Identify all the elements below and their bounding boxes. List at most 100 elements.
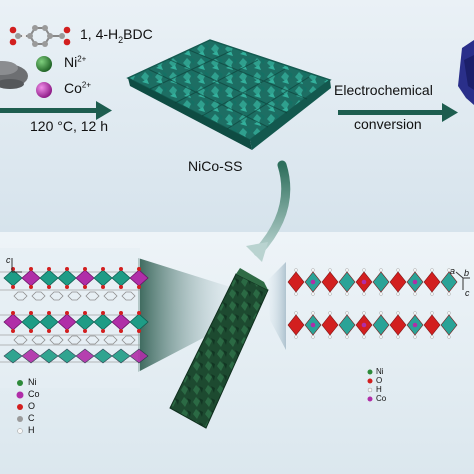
hydrogen-atom [396, 268, 400, 272]
zoom-curved-arrow [246, 160, 291, 262]
nio-ooh-crystal-structure [287, 268, 458, 339]
nico-ss-sheet [126, 39, 332, 150]
reaction-conditions: 120 °C, 12 h [30, 118, 108, 134]
right-legend-ni: Ni [376, 367, 384, 376]
right-axis-c-label: c [465, 288, 470, 298]
hydrogen-atom [345, 292, 349, 296]
linker-ring [67, 291, 82, 301]
hydrogen-atom [379, 335, 383, 339]
oxygen-atom [101, 329, 105, 333]
co-ion-icon [36, 82, 52, 98]
left-zoom-beam [138, 258, 240, 372]
left-legend-h: H [28, 425, 35, 435]
hydrogen-atom [362, 335, 366, 339]
hydrogen-atom [345, 311, 349, 315]
cobalt-atom [310, 279, 316, 285]
right-zoom-beam [268, 262, 286, 350]
hydrogen-atom [396, 311, 400, 315]
oxygen-atom [47, 267, 51, 271]
oxygen-atom [47, 311, 51, 315]
linker-ring [31, 291, 46, 301]
co-ion-label: Co2+ [64, 80, 92, 96]
right-legend-h: H [376, 385, 382, 394]
hydrogen-atom [311, 268, 315, 272]
hydrogen-atom [311, 292, 315, 296]
oxygen-atom [137, 267, 141, 271]
octahedron-unit [389, 271, 407, 293]
left-legend-co: Co [28, 389, 40, 399]
conversion-label-line1: Electrochemical [334, 82, 433, 98]
octahedron-unit [287, 271, 305, 293]
linker-ring [49, 291, 64, 301]
left-legend-c: C [28, 413, 35, 423]
oxygen-atom [47, 329, 51, 333]
octahedron-unit [338, 271, 356, 293]
hydrogen-atom [413, 292, 417, 296]
linker-ring [121, 291, 136, 301]
octahedron-unit [389, 314, 407, 336]
octahedron-unit [440, 314, 458, 336]
oxygen-atom [137, 311, 141, 315]
left-legend-o: O [28, 401, 36, 411]
conversion-arrow [338, 103, 458, 122]
hydrogen-atom [362, 292, 366, 296]
oxygen-atom [119, 285, 123, 289]
hydrogen-atom [328, 268, 332, 272]
oxygen-atom [65, 311, 69, 315]
oxygen-atom [119, 267, 123, 271]
cobalt-atom [412, 322, 418, 328]
oxygen-atom [119, 311, 123, 315]
hydrogen-atom [311, 335, 315, 339]
linker-label: 1, 4-H2BDC [80, 26, 153, 45]
oxygen-atom [119, 329, 123, 333]
converted-product-material [458, 40, 474, 105]
hydrogen-atom [447, 335, 451, 339]
gray-precursor-material [0, 61, 28, 89]
oxygen-atom [101, 311, 105, 315]
oxygen-atom [101, 285, 105, 289]
hydrogen-atom [413, 335, 417, 339]
linker-ring [103, 335, 118, 345]
hydrogen-atom [328, 292, 332, 296]
synthesis-arrow [0, 101, 112, 120]
hydrogen-atom [294, 335, 298, 339]
hydrogen-atom [430, 335, 434, 339]
right-axis-a-label: a [450, 266, 456, 276]
oxygen-atom [83, 267, 87, 271]
octahedron-unit [287, 314, 305, 336]
nico-mof-crystal-structure [0, 248, 149, 388]
right-legend-o: O [376, 376, 383, 385]
metal-octahedron [129, 313, 149, 331]
hydrogen-atom [379, 292, 383, 296]
hydrogen-atom [447, 292, 451, 296]
linker-ring [85, 335, 100, 345]
oxygen-atom [29, 267, 33, 271]
hydrogen-atom [447, 268, 451, 272]
octahedron-unit [321, 271, 339, 293]
linker-ring [13, 291, 28, 301]
product-label: NiCo-SS [188, 158, 243, 174]
metal-octahedron [129, 348, 149, 364]
right-axis-b-label: b [464, 268, 470, 278]
oxygen-atom [11, 311, 15, 315]
octahedron-unit [338, 314, 356, 336]
bdc-molecule-icon [9, 25, 71, 47]
hydrogen-atom [328, 335, 332, 339]
hydrogen-atom [294, 311, 298, 315]
oxygen-atom [47, 285, 51, 289]
linker-ring [49, 335, 64, 345]
hydrogen-atom [430, 268, 434, 272]
hydrogen-atom [311, 311, 315, 315]
hydrogen-atom [430, 292, 434, 296]
right-axis-indicator [455, 271, 470, 290]
octahedron-unit [440, 271, 458, 293]
linker-ring [103, 291, 118, 301]
ni-ion-label: Ni2+ [64, 54, 87, 70]
left-legend-dots [16, 380, 24, 434]
hydrogen-atom [396, 292, 400, 296]
left-axis-c-label: c [6, 255, 11, 265]
hydrogen-atom [396, 335, 400, 339]
linker-ring [121, 335, 136, 345]
